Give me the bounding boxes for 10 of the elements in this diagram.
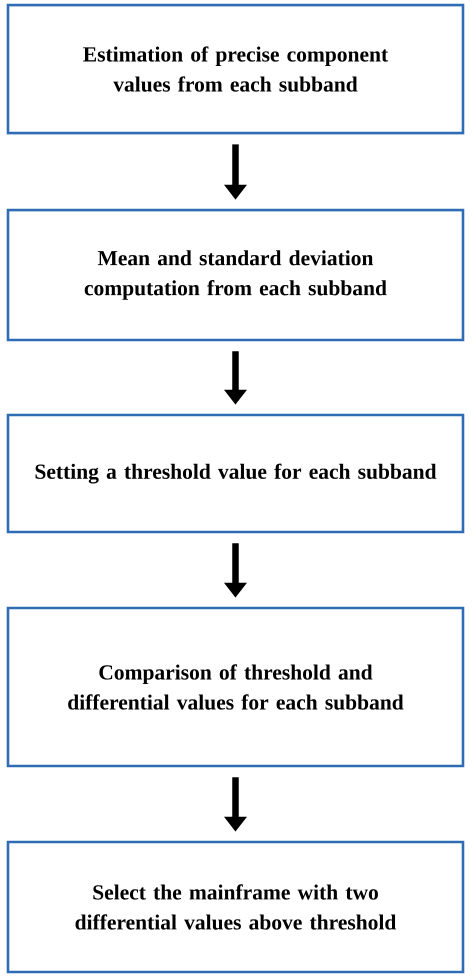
node-label: Select the mainframe with two differential values above threshold — [76, 884, 396, 930]
node-label: Comparison of threshold and differential values for each subband — [68, 664, 404, 710]
node-label: Mean and standard deviation computation from each subband — [84, 250, 387, 300]
node-label: Setting a threshold value for each subband — [36, 464, 436, 484]
process-box — [6, 606, 464, 768]
process-box — [6, 4, 464, 134]
process-box — [6, 414, 464, 534]
node-label: Estimation of precise component values from each subband — [83, 46, 388, 92]
process-box — [6, 840, 464, 974]
process-box — [6, 208, 464, 342]
